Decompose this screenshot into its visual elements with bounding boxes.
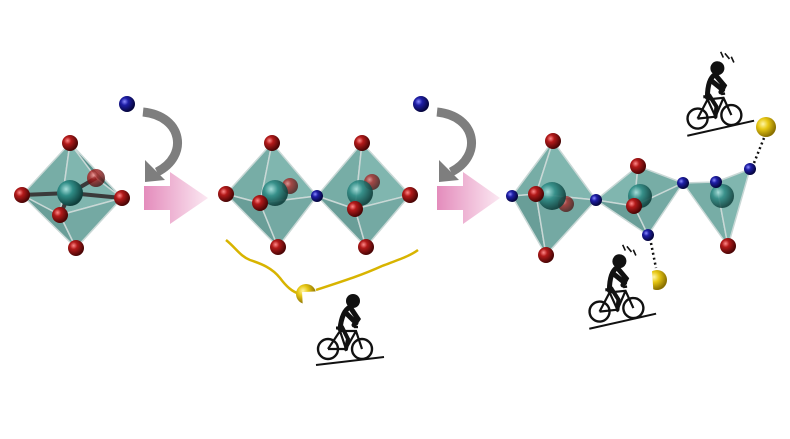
oxygen-atom — [114, 190, 130, 206]
curved-arrow-icon — [437, 112, 472, 182]
distressed-cyclist-icon — [679, 51, 755, 136]
oxygen-atom — [68, 240, 84, 256]
cyclist-card — [673, 51, 755, 136]
reaction-arrow-icon — [437, 172, 500, 224]
oxygen-atom — [62, 135, 78, 151]
curved-arrow-icon — [143, 112, 178, 182]
dotted-bond — [752, 137, 766, 164]
gold-path — [225, 239, 419, 296]
dotted-bond — [649, 242, 658, 269]
reaction-arrow-icon — [144, 172, 208, 224]
incoming-blue-atom — [413, 96, 429, 112]
oxygen-atom — [14, 187, 30, 203]
incoming-blue-atom — [119, 96, 135, 112]
gold-atom — [756, 117, 776, 137]
single-octahedron — [14, 135, 130, 256]
metal-center-atom — [57, 180, 83, 206]
corner-sharing-dimer — [218, 135, 418, 255]
distressed-cyclist-icon — [581, 244, 657, 329]
cyclist-card — [302, 287, 386, 369]
bridging-blue-atom — [311, 190, 323, 202]
chain-with-bridging-atoms — [506, 133, 756, 263]
cyclist-card — [574, 244, 657, 329]
oxygen-atom — [52, 207, 68, 223]
